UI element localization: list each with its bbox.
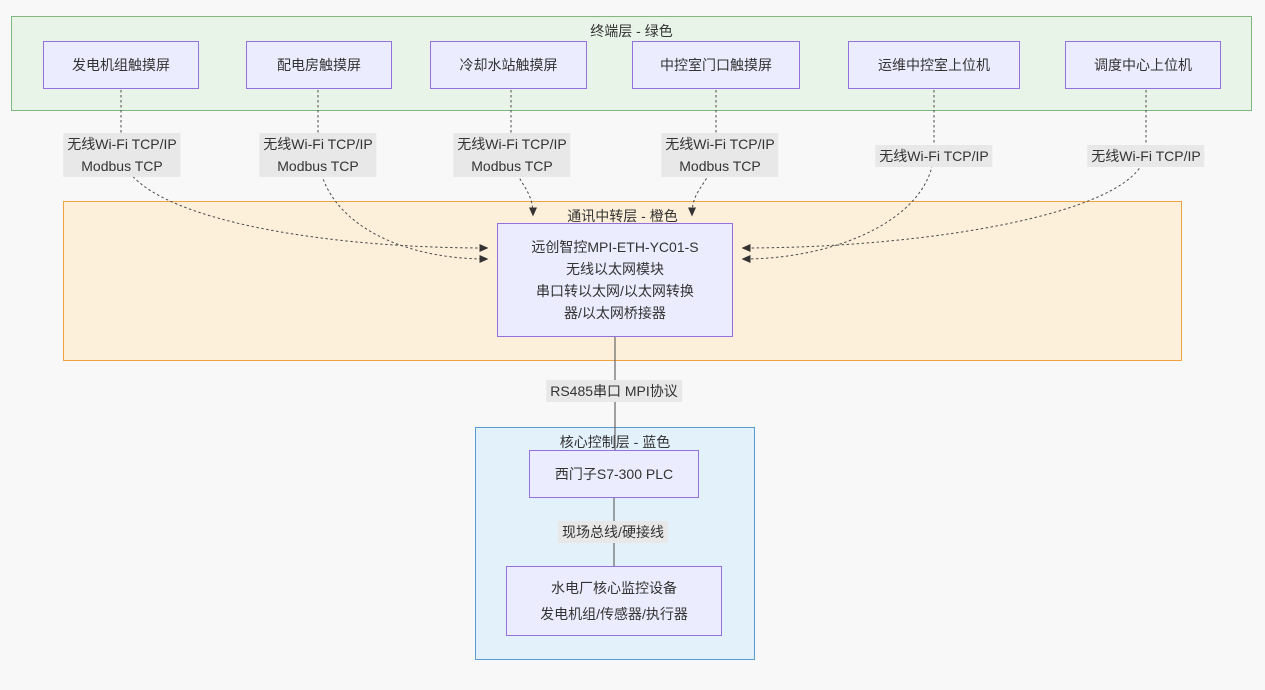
edge-label-line: 无线Wi-Fi TCP/IP	[457, 136, 567, 152]
edge-label-generator-protocol: 无线Wi-Fi TCP/IP Modbus TCP	[63, 133, 181, 177]
node-dispatch-center-host: 调度中心上位机	[1065, 41, 1221, 89]
relay-node-line: 无线以太网模块	[566, 261, 664, 277]
node-label: 冷却水站触摸屏	[459, 57, 558, 73]
edge-label-line: Modbus TCP	[81, 158, 163, 174]
node-generator-touchscreen: 发电机组触摸屏	[43, 41, 199, 89]
relay-node-line: 器/以太网桥接器	[564, 305, 666, 321]
edge-label-line: 无线Wi-Fi TCP/IP	[263, 136, 373, 152]
node-core-monitoring-devices: 水电厂核心监控设备 发电机组/传感器/执行器	[506, 566, 722, 636]
edge-label-line: Modbus TCP	[277, 158, 359, 174]
node-label: 西门子S7-300 PLC	[554, 466, 674, 482]
edge-label-rs485-mpi: RS485串口 MPI协议	[546, 380, 682, 402]
edge-label-line: Modbus TCP	[679, 158, 761, 174]
node-label: 中控室门口触摸屏	[660, 57, 772, 73]
node-siemens-plc: 西门子S7-300 PLC	[529, 450, 699, 498]
node-cooling-station-touchscreen: 冷却水站触摸屏	[430, 41, 587, 89]
edge-label-line: Modbus TCP	[471, 158, 553, 174]
edge-label-dispatch-host-protocol: 无线Wi-Fi TCP/IP	[1087, 145, 1205, 167]
edge-label-line: 无线Wi-Fi TCP/IP	[1091, 148, 1201, 164]
node-label: 运维中控室上位机	[878, 57, 990, 73]
edge-label-om-host-protocol: 无线Wi-Fi TCP/IP	[875, 145, 993, 167]
edge-label-fieldbus: 现场总线/硬接线	[558, 521, 668, 543]
node-label: 配电房触摸屏	[277, 57, 361, 73]
node-label: 调度中心上位机	[1094, 57, 1192, 73]
node-label: 发电机组触摸屏	[72, 57, 170, 73]
relay-node-line: 远创智控MPI-ETH-YC01-S	[531, 239, 699, 255]
edge-label-line: 无线Wi-Fi TCP/IP	[67, 136, 177, 152]
node-om-controlroom-host: 运维中控室上位机	[848, 41, 1020, 89]
node-relay-module: 远创智控MPI-ETH-YC01-S 无线以太网模块 串口转以太网/以太网转换 …	[497, 223, 733, 337]
edge-label-distribution-protocol: 无线Wi-Fi TCP/IP Modbus TCP	[259, 133, 377, 177]
relay-node-line: 串口转以太网/以太网转换	[536, 283, 694, 299]
edge-label-line: 无线Wi-Fi TCP/IP	[879, 148, 989, 164]
edge-label-line: 无线Wi-Fi TCP/IP	[665, 136, 775, 152]
device-node-line: 发电机组/传感器/执行器	[540, 606, 688, 622]
terminal-layer-title: 终端层 - 绿色	[590, 23, 673, 39]
device-node-line: 水电厂核心监控设备	[551, 580, 677, 596]
edge-label-cooling-protocol: 无线Wi-Fi TCP/IP Modbus TCP	[453, 133, 571, 177]
relay-layer-title: 通讯中转层 - 橙色	[567, 208, 678, 224]
node-controlroom-door-touchscreen: 中控室门口触摸屏	[632, 41, 800, 89]
node-distribution-room-touchscreen: 配电房触摸屏	[246, 41, 392, 89]
core-layer-title: 核心控制层 - 蓝色	[559, 434, 671, 450]
edge-label-controlroom-door-protocol: 无线Wi-Fi TCP/IP Modbus TCP	[661, 133, 779, 177]
